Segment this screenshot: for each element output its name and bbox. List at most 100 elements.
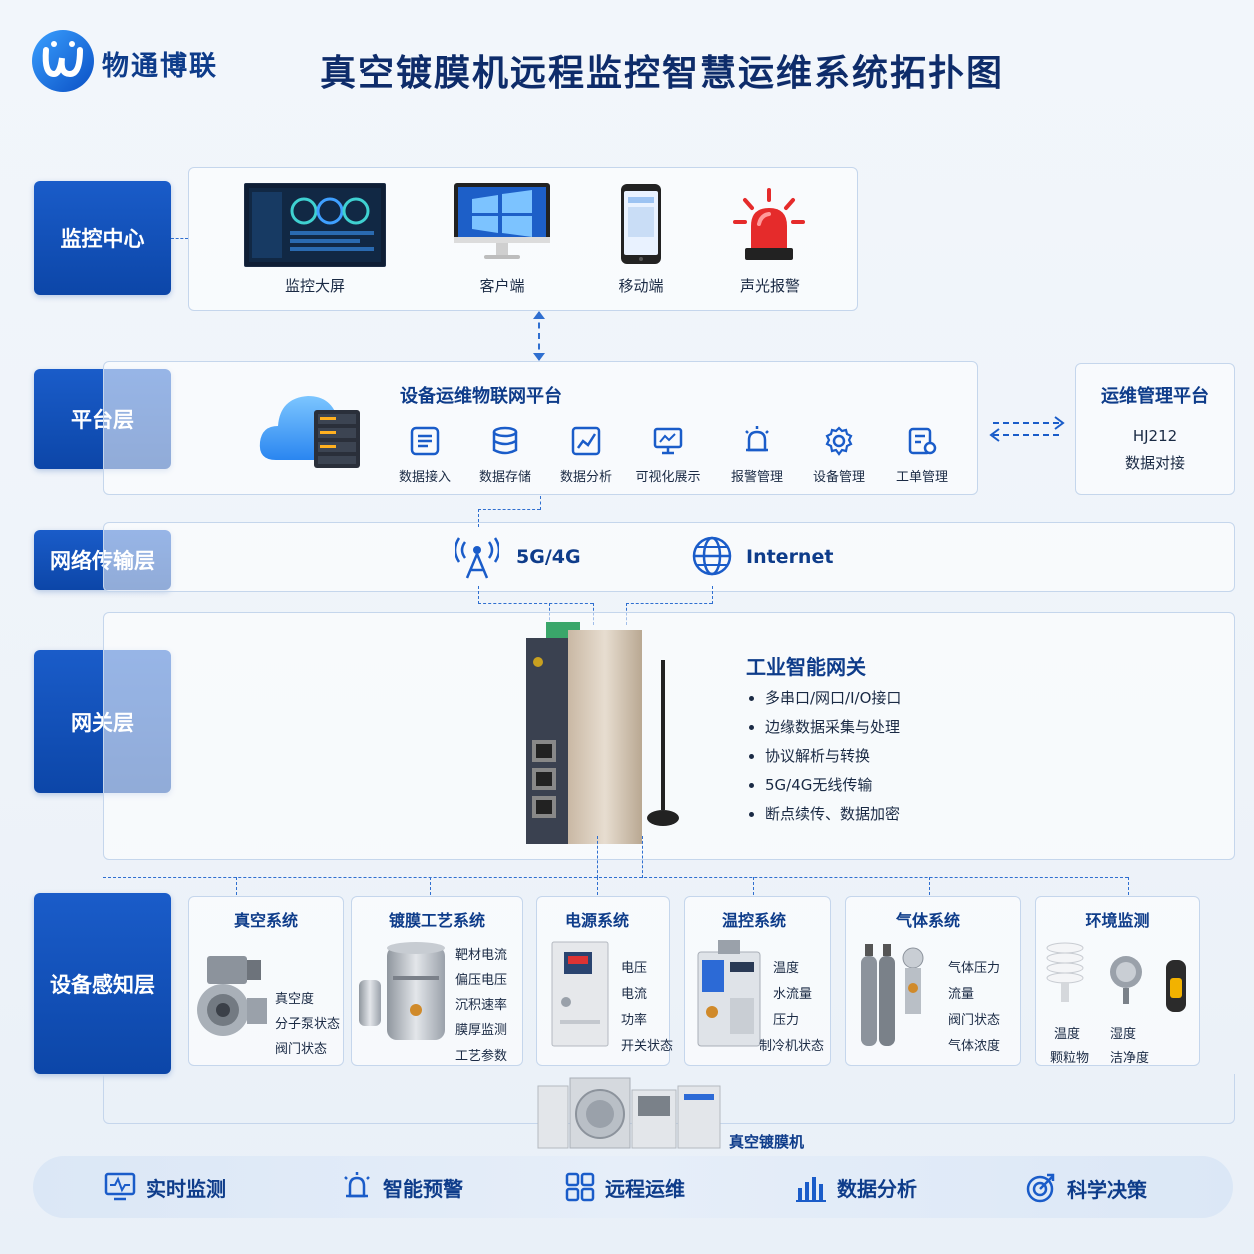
monitor-item-label: 声光报警 xyxy=(739,277,800,295)
ops-platform-line1: HJ212 xyxy=(1132,427,1178,445)
platform-item-label: 数据分析 xyxy=(559,470,612,485)
connector xyxy=(1128,877,1129,895)
system-param: 洁净度 xyxy=(1110,1051,1150,1066)
network-box xyxy=(103,522,1235,592)
feature-realtime-monitor: 实时监测 xyxy=(104,1172,226,1202)
system-param: 分子泵状态 xyxy=(275,1017,341,1032)
coating-chamber-icon xyxy=(357,940,449,1044)
coating-machine-icon xyxy=(536,1076,722,1150)
system-param: 压力 xyxy=(773,1013,800,1028)
connector xyxy=(103,877,1128,878)
system-param: 电压 xyxy=(621,961,648,976)
feature-data-analysis: 数据分析 xyxy=(795,1172,917,1202)
connector xyxy=(478,586,479,604)
connector xyxy=(478,603,593,604)
system-param: 功率 xyxy=(621,1013,648,1028)
platform-item-work-order: 工单管理 xyxy=(882,424,962,485)
system-param: 气体浓度 xyxy=(948,1039,1001,1054)
monitor-item-label: 移动端 xyxy=(618,277,664,295)
gear-icon xyxy=(825,426,853,456)
big-screen-icon xyxy=(243,182,387,268)
particle-sensor-icon xyxy=(1164,958,1188,1014)
platform-title: 设备运维物联网平台 xyxy=(400,386,562,407)
work-order-icon xyxy=(908,427,937,455)
system-param: 膜厚监测 xyxy=(455,1023,508,1038)
connector xyxy=(171,238,188,239)
system-param: 温度 xyxy=(1054,1027,1081,1042)
chiller-icon xyxy=(694,938,764,1048)
feature-remote-ops: 远程运维 xyxy=(565,1172,685,1202)
system-param: 开关状态 xyxy=(621,1039,674,1054)
layer-device: 设备感知层 xyxy=(34,893,171,1074)
connector xyxy=(478,509,540,510)
gas-cylinder-icon xyxy=(857,938,937,1048)
brand-name: 物通博联 xyxy=(102,51,218,82)
system-param: 电流 xyxy=(621,987,648,1002)
system-param: 颗粒物 xyxy=(1050,1051,1090,1066)
grid-apps-icon xyxy=(565,1172,595,1202)
cloud-server-icon xyxy=(256,380,368,472)
platform-item-data-analysis: 数据分析 xyxy=(546,424,626,485)
gateway-feature: 5G/4G无线传输 xyxy=(765,775,901,795)
system-param: 靶材电流 xyxy=(455,948,508,963)
connector xyxy=(753,877,754,895)
platform-item-label: 工单管理 xyxy=(895,470,948,485)
feature-label: 远程运维 xyxy=(605,1176,685,1201)
feature-label: 科学决策 xyxy=(1067,1177,1147,1202)
network-cellular-label: 5G/4G xyxy=(516,546,581,568)
platform-item-device-mgmt: 设备管理 xyxy=(799,424,879,485)
feature-label: 数据分析 xyxy=(837,1176,917,1201)
connector xyxy=(236,877,237,895)
system-param: 沉积速率 xyxy=(455,998,508,1013)
system-param: 水流量 xyxy=(773,987,813,1002)
feature-label: 智能预警 xyxy=(383,1176,463,1201)
connector xyxy=(597,877,598,895)
system-param: 工艺参数 xyxy=(455,1049,508,1064)
alarm-bell-icon xyxy=(344,1172,370,1198)
system-title: 环境监测 xyxy=(1085,911,1150,930)
coating-machine-label: 真空镀膜机 xyxy=(729,1133,805,1151)
monitor-item-label: 监控大屏 xyxy=(284,277,345,295)
analysis-chart-icon xyxy=(571,426,601,456)
system-title: 气体系统 xyxy=(896,911,961,930)
brand-logo xyxy=(30,28,96,94)
system-title: 真空系统 xyxy=(233,911,298,930)
connector xyxy=(538,312,540,360)
connector xyxy=(712,586,713,604)
vacuum-pump-icon xyxy=(193,950,273,1042)
platform-item-alarm-mgmt: 报警管理 xyxy=(717,424,797,485)
page-title: 真空镀膜机远程监控智慧运维系统拓扑图 xyxy=(320,53,1005,94)
system-title: 温控系统 xyxy=(722,911,787,930)
system-param: 偏压电压 xyxy=(455,973,508,988)
system-title: 电源系统 xyxy=(565,911,630,930)
connector xyxy=(642,836,643,878)
ops-platform-box xyxy=(1075,363,1235,495)
layer-monitor-center: 监控中心 xyxy=(34,181,171,295)
weather-shield-sensor-icon xyxy=(1043,940,1087,1004)
connector xyxy=(478,509,479,527)
system-param: 流量 xyxy=(948,987,975,1002)
system-param: 阀门状态 xyxy=(275,1042,328,1057)
platform-item-label: 数据接入 xyxy=(398,470,451,485)
platform-item-label: 数据存储 xyxy=(478,470,531,485)
feature-smart-alert: 智能预警 xyxy=(341,1172,463,1202)
gateway-feature: 边缘数据采集与处理 xyxy=(765,717,901,737)
connector xyxy=(929,877,930,895)
alarm-light-icon xyxy=(733,188,805,264)
monitor-pulse-icon xyxy=(104,1172,136,1201)
desktop-icon xyxy=(452,183,552,263)
gateway-feature-list: 多串口/网口/I/O接口 边缘数据采集与处理 协议解析与转换 5G/4G无线传输… xyxy=(745,688,901,833)
system-param: 真空度 xyxy=(275,992,315,1007)
feature-bar xyxy=(33,1156,1233,1218)
platform-box xyxy=(103,361,978,495)
system-param: 制冷机状态 xyxy=(759,1039,825,1054)
humidity-sensor-icon xyxy=(1106,954,1146,1006)
alarm-bell-icon xyxy=(745,426,769,452)
connector xyxy=(540,496,541,510)
connector xyxy=(597,836,598,878)
platform-item-label: 设备管理 xyxy=(812,470,865,485)
gateway-title: 工业智能网关 xyxy=(746,655,866,679)
platform-item-data-ingest: 数据接入 xyxy=(385,424,465,485)
visualization-icon xyxy=(653,427,683,455)
gateway-feature: 断点续传、数据加密 xyxy=(765,804,901,824)
